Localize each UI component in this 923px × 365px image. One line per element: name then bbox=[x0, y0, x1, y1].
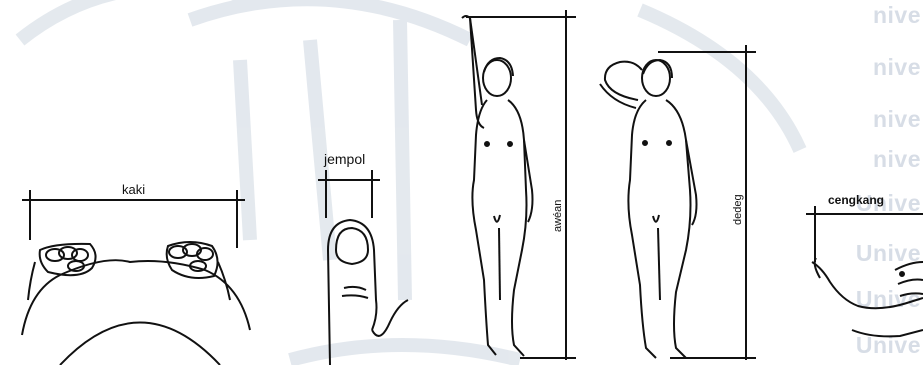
label-dedeg: dedeg bbox=[732, 194, 744, 225]
dedeg-torso bbox=[628, 100, 656, 358]
label-cengkang: cengkang bbox=[828, 193, 884, 207]
hand-outline bbox=[812, 262, 923, 308]
measure-cengkang bbox=[806, 206, 923, 336]
measure-kaki bbox=[22, 190, 250, 365]
thumb-nail bbox=[336, 228, 368, 264]
dedeg-head bbox=[642, 60, 670, 96]
measure-awean bbox=[462, 10, 576, 360]
awean-torso bbox=[472, 100, 496, 355]
label-kaki: kaki bbox=[122, 182, 145, 197]
left-fist bbox=[28, 244, 96, 300]
label-jempol: jempol bbox=[323, 151, 365, 167]
label-awean: awéan bbox=[552, 200, 564, 232]
seal-watermark bbox=[20, 0, 800, 360]
right-fist bbox=[167, 242, 230, 300]
dedeg-arm bbox=[605, 62, 642, 100]
